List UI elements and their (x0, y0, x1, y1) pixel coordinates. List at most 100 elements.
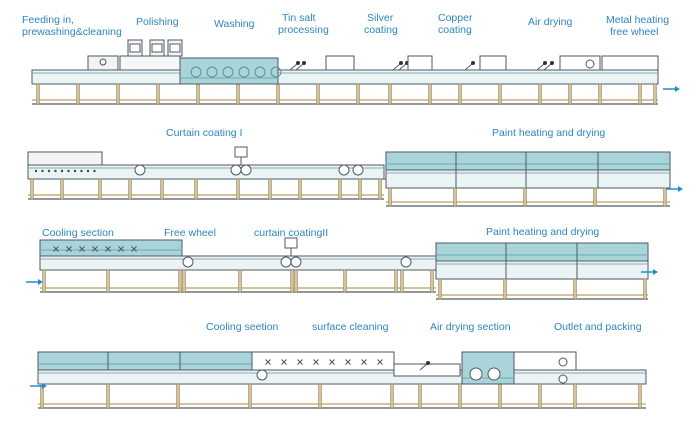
conveyor-leg (236, 178, 240, 200)
conveyor-leg (430, 269, 434, 293)
conveyor-leg (438, 278, 442, 300)
conveyor-leg (638, 83, 642, 105)
spray-nozzle-icon (118, 246, 124, 252)
conveyor-leg (238, 269, 242, 293)
label-free-wheel: free wheel (610, 26, 659, 38)
conveyor-leg (318, 383, 322, 409)
spray-nozzle-icon (296, 61, 300, 65)
spray-nozzle-icon (471, 61, 475, 65)
spray-nozzle-icon (297, 359, 303, 365)
label-copper: Copper (438, 12, 473, 24)
spray-nozzle-icon (398, 63, 407, 71)
brush-head-icon (169, 43, 181, 53)
roller-icon (230, 164, 242, 176)
roller-dot (47, 169, 51, 173)
coating-head-icon (234, 146, 248, 158)
roller-icon (487, 367, 501, 381)
label-paint-heating-1: Paint heating and drying (492, 127, 606, 139)
conveyor-leg (378, 178, 382, 200)
washing-hood (179, 57, 279, 85)
conveyor-leg (400, 269, 404, 293)
flow-arrow-icon (42, 383, 47, 389)
spray-ring-icon (190, 66, 202, 78)
conveyor-leg (182, 269, 186, 293)
conveyor-leg (160, 178, 164, 200)
conveyor-leg (390, 383, 394, 409)
conveyor-leg (196, 83, 200, 105)
spray-nozzle-icon (536, 63, 545, 71)
label-air-drying-section: Air drying section (430, 321, 511, 333)
spray-nozzle-icon (92, 246, 98, 252)
spray-nozzle-icon (426, 361, 430, 365)
flow-arrow-icon (678, 186, 683, 192)
spray-ring-icon (238, 66, 250, 78)
conveyor-leg (338, 178, 342, 200)
conveyor-leg (156, 83, 160, 105)
spray-ring-icon (222, 66, 234, 78)
label-surface-cleaning: surface cleaning (312, 321, 389, 333)
spray-nozzle-icon (313, 359, 319, 365)
spray-nozzle-icon (66, 246, 72, 252)
conveyor-leg (106, 269, 110, 293)
conveyor-leg (128, 178, 132, 200)
conveyor-leg (663, 187, 667, 207)
conveyor-leg (388, 83, 392, 105)
roller-icon (585, 59, 595, 69)
roller-dot (54, 169, 57, 173)
conveyor-oven-1 (385, 169, 671, 189)
label-curtain-coating-2: curtain coatingII (254, 227, 329, 239)
conveyor-leg (60, 178, 64, 200)
roller-icon (352, 164, 364, 176)
conveyor-leg (498, 83, 502, 105)
paint-oven-2-top (435, 242, 649, 262)
label-tin-processing: processing (278, 24, 329, 36)
conveyor-row-4 (37, 369, 647, 385)
spray-nozzle-icon (265, 359, 271, 365)
spray-nozzle-icon (550, 61, 554, 65)
flow-arrow-icon (38, 279, 43, 285)
conveyor-leg (418, 383, 422, 409)
spray-nozzle-icon (464, 63, 473, 71)
spray-nozzle-icon (79, 246, 85, 252)
conveyor-leg (276, 83, 280, 105)
roller-icon (240, 164, 252, 176)
label-washing: Washing (214, 18, 255, 30)
label-prewashing: prewashing&cleaning (22, 26, 122, 38)
cooling-hood-2 (37, 351, 253, 371)
label-paint-heating-2: Paint heating and drying (486, 226, 600, 238)
roller-dot (60, 169, 64, 173)
roller-dot (67, 169, 70, 173)
conveyor-leg (358, 178, 362, 200)
conveyor-leg (290, 269, 294, 293)
label-silver: Silver (367, 12, 394, 24)
roller-dot (73, 169, 77, 173)
conveyor-leg (30, 178, 34, 200)
roller-icon (134, 164, 146, 176)
spray-ring-icon (254, 66, 266, 78)
conveyor-leg (42, 269, 46, 293)
conveyor-leg (573, 278, 577, 300)
conveyor-leg (568, 83, 572, 105)
roller-dot (41, 169, 44, 173)
conveyor-leg (106, 383, 110, 409)
label-polishing: Polishing (136, 16, 179, 28)
conveyor-row-3 (39, 255, 437, 271)
conveyor-leg (236, 83, 240, 105)
label-air-drying: Air drying (528, 16, 573, 28)
spray-nozzle-icon (543, 61, 547, 65)
conveyor-leg (356, 83, 360, 105)
entry-hood (27, 151, 103, 166)
conveyor-leg (643, 278, 647, 300)
cooling-box-2 (251, 351, 395, 371)
spray-nozzle-icon (105, 246, 111, 252)
spray-ring-icon (206, 66, 218, 78)
brush-head-icon (129, 43, 141, 53)
cooling-hood-1 (39, 239, 183, 257)
conveyor-leg (503, 278, 507, 300)
conveyor-leg (453, 187, 457, 207)
air-drying-hood (461, 351, 515, 385)
conveyor-leg (248, 383, 252, 409)
conveyor-leg (523, 187, 527, 207)
roller-icon (256, 369, 268, 381)
